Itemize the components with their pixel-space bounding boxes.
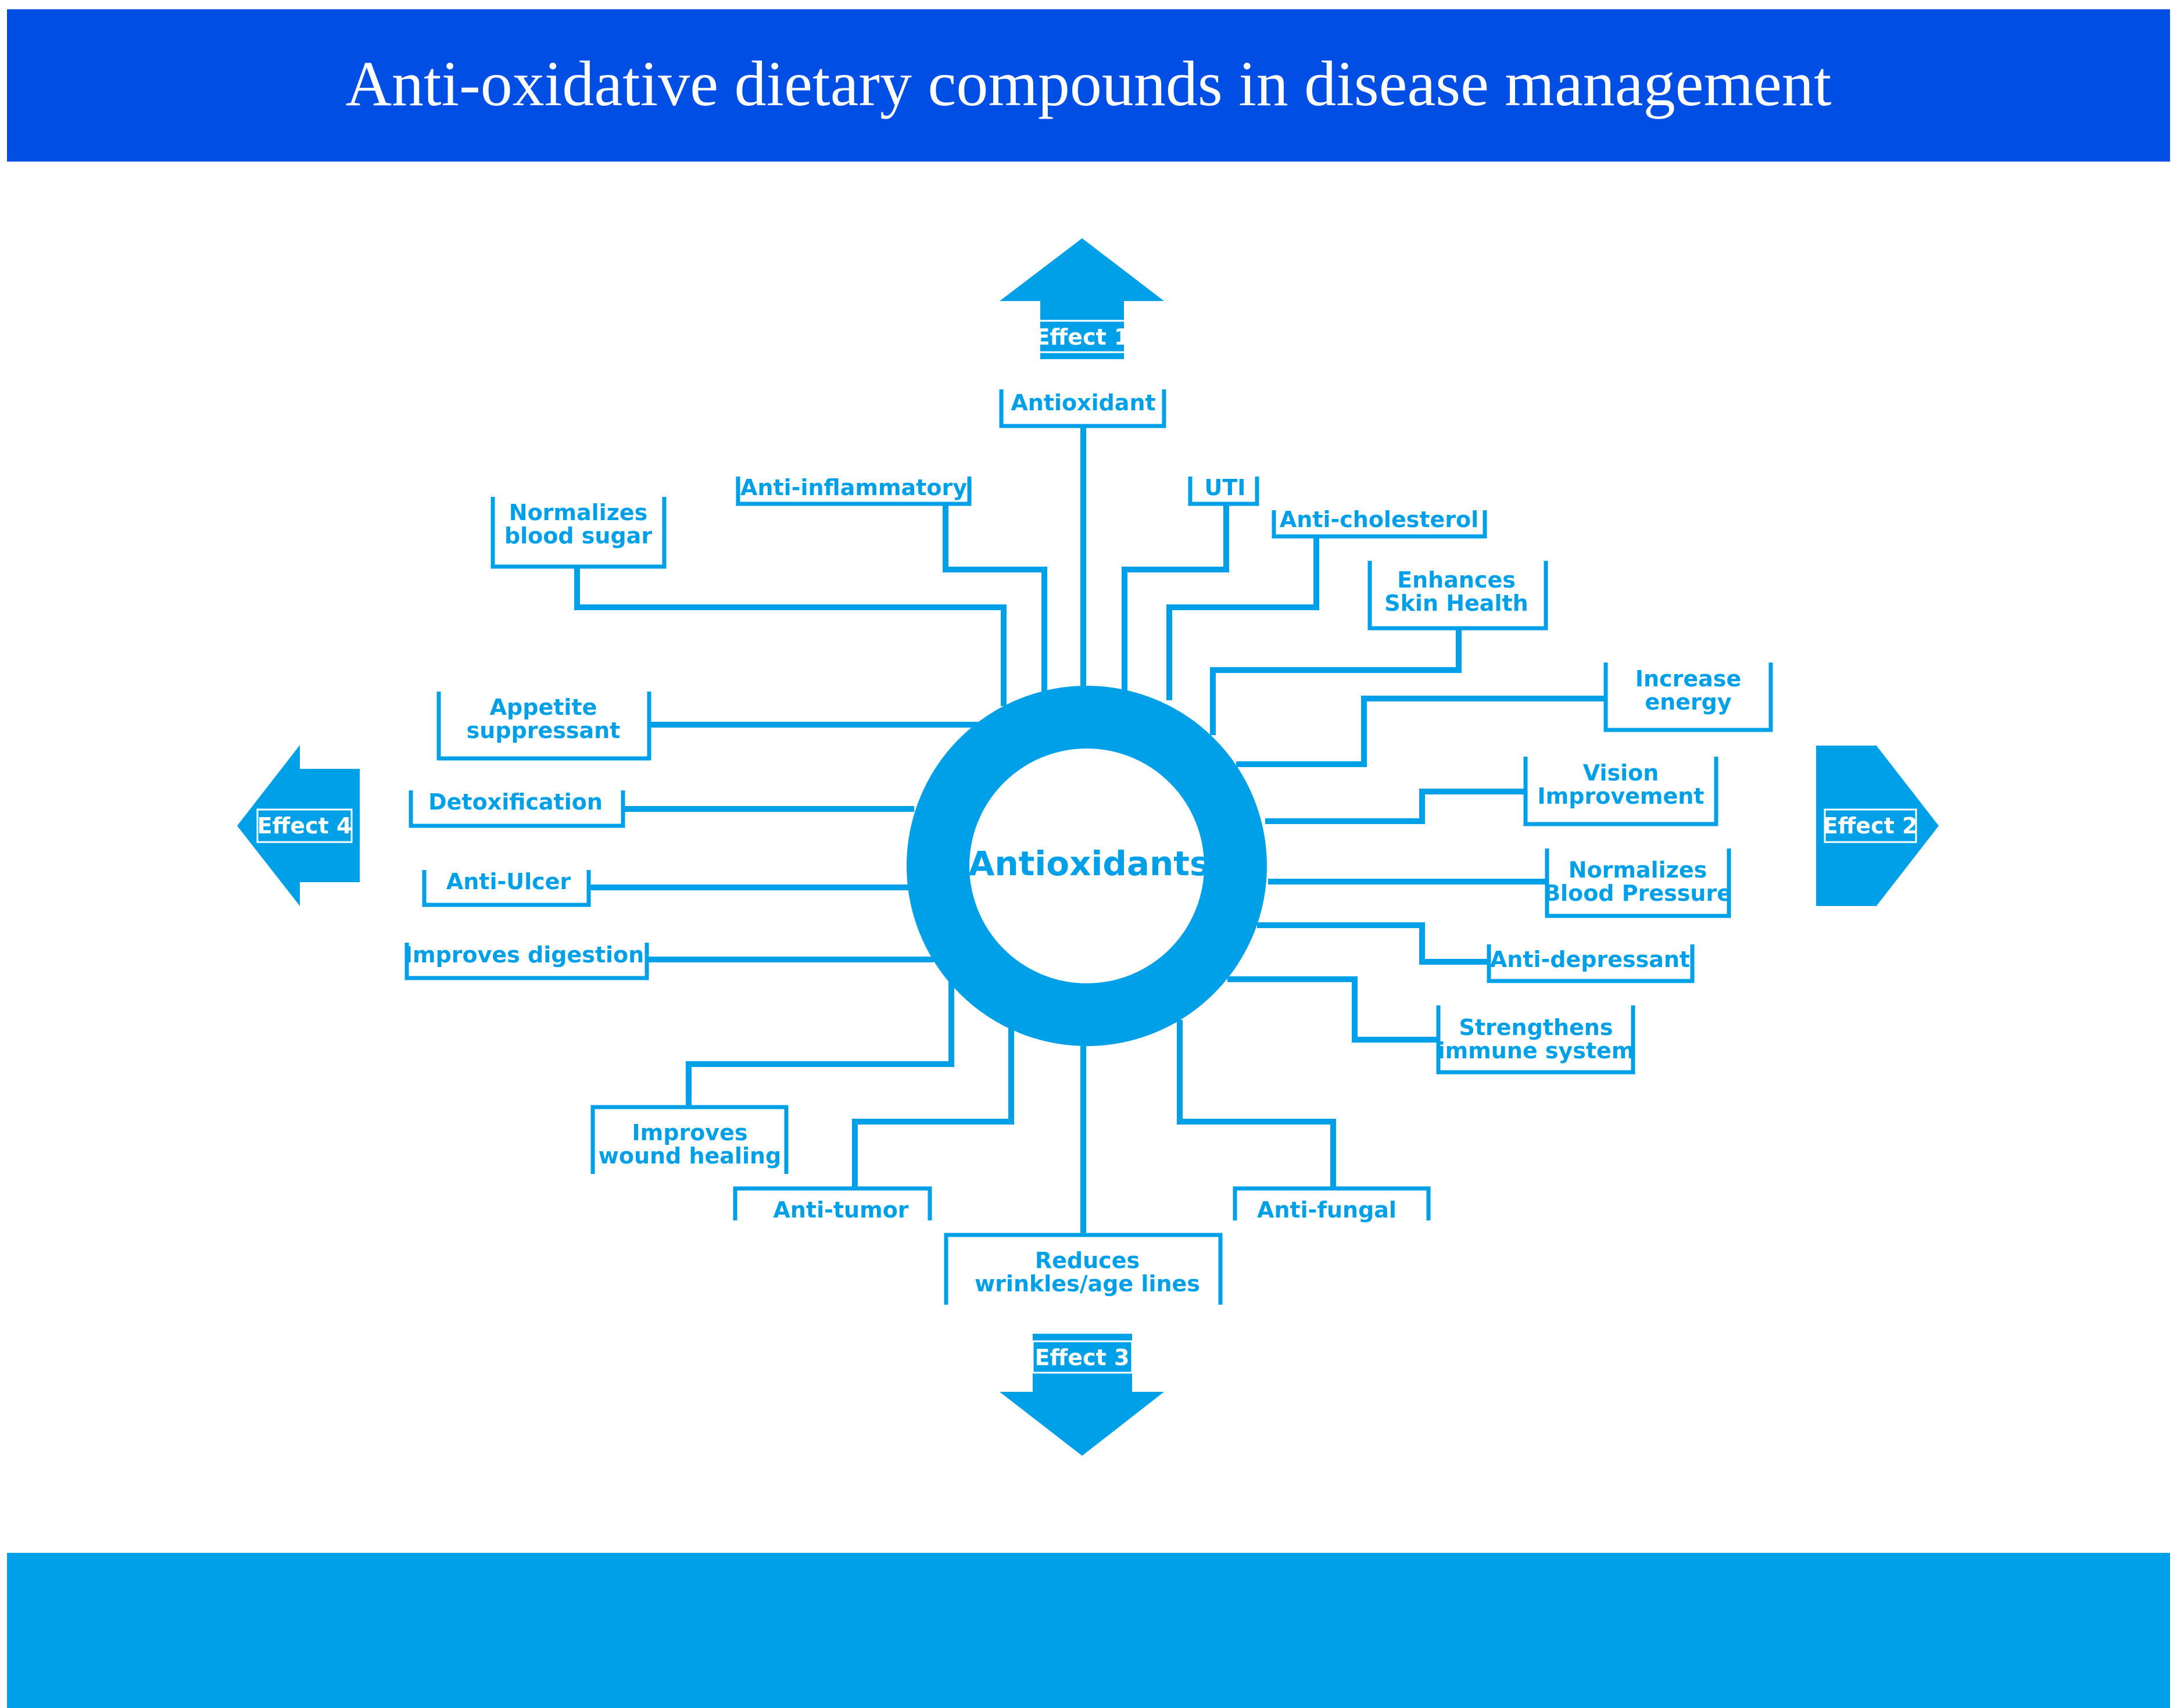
- label-anti-depressant: Anti-depressant: [1487, 944, 1695, 983]
- label-improves-digestion: Improves digestion: [404, 942, 649, 980]
- detoxification-text: Detoxification: [428, 789, 603, 815]
- connector-anti-depressant: [1257, 922, 1489, 965]
- effect-arrow-left: Effect 4: [237, 745, 360, 906]
- connector-strengthens-immune-system: [1227, 976, 1438, 1043]
- normalizes-blood-sugar-line1: Normalizes: [509, 500, 647, 525]
- effect-arrow-right: Effect 2: [1816, 745, 1939, 907]
- vision-improvement-line2: Improvement: [1538, 783, 1705, 809]
- connector-uti: [1122, 503, 1229, 692]
- center-label: Antioxidants: [968, 844, 1209, 883]
- improves-wound-healing-line1: Improves: [632, 1120, 748, 1145]
- improves-wound-healing-line2: wound healing: [599, 1143, 782, 1169]
- anti-tumor-text: Anti-tumor: [773, 1197, 908, 1223]
- anti-fungal-text: Anti-fungal: [1257, 1197, 1397, 1223]
- normalizes-blood-sugar-line2: blood sugar: [504, 523, 652, 549]
- increase-energy-line2: energy: [1645, 689, 1732, 715]
- center-ring: [907, 686, 1267, 1046]
- connector-vision-improvement: [1265, 789, 1526, 824]
- label-detoxification: Detoxification: [409, 789, 625, 828]
- effect-2-label: Effect 2: [1823, 813, 1918, 839]
- normalizes-blood-pressure-line2: Blood Pressure: [1544, 880, 1732, 906]
- connector-anti-inflammatory: [943, 503, 1047, 692]
- anti-ulcer-text: Anti-Ulcer: [446, 869, 571, 894]
- header-bar: Anti-oxidative dietary compounds in dise…: [7, 9, 2170, 162]
- reduces-wrinkles-line2: wrinkles/age lines: [975, 1271, 1200, 1297]
- improves-digestion-text: Improves digestion: [404, 942, 644, 968]
- strengthens-immune-system-line2: immune system: [1438, 1038, 1635, 1064]
- label-anti-cholesterol: Anti-cholesterol: [1272, 507, 1487, 539]
- label-anti-ulcer: Anti-Ulcer: [422, 869, 591, 907]
- appetite-suppressant-line2: suppressant: [467, 718, 621, 743]
- connector-increase-energy: [1236, 696, 1606, 767]
- connector-anti-cholesterol: [1166, 535, 1319, 700]
- connector-anti-fungal: [1177, 1020, 1336, 1188]
- page-title: Anti-oxidative dietary compounds in dise…: [345, 48, 1832, 119]
- anti-inflammatory-text: Anti-inflammatory: [740, 475, 967, 500]
- connector-lines: [574, 427, 1606, 1235]
- connector-normalizes-blood-sugar: [574, 567, 1007, 706]
- enhances-skin-health-line2: Skin Health: [1384, 590, 1528, 616]
- label-antioxidant: Antioxidant: [999, 389, 1166, 428]
- anti-depressant-text: Anti-depressant: [1490, 947, 1690, 972]
- effect-3-label: Effect 3: [1035, 1345, 1130, 1370]
- connector-anti-tumor: [852, 1026, 1014, 1188]
- effect-arrow-bottom: Effect 3: [1000, 1334, 1164, 1456]
- effect-4-label: Effect 4: [257, 813, 352, 839]
- anti-cholesterol-text: Anti-cholesterol: [1280, 507, 1478, 532]
- label-anti-tumor: Anti-tumor: [733, 1186, 932, 1223]
- appetite-suppressant-line1: Appetite: [490, 694, 597, 720]
- uti-text: UTI: [1205, 475, 1246, 500]
- label-uti: UTI: [1188, 475, 1259, 506]
- label-anti-fungal: Anti-fungal: [1233, 1186, 1431, 1223]
- connector-enhances-skin-health: [1210, 628, 1462, 735]
- effect-1-label: Effect 1: [1035, 324, 1130, 350]
- reduces-wrinkles-line1: Reduces: [1035, 1248, 1140, 1273]
- increase-energy-line1: Increase: [1635, 666, 1741, 692]
- effect-arrow-top: Effect 1: [1000, 238, 1164, 359]
- footer-bar: [7, 1553, 2170, 1708]
- enhances-skin-health-line1: Enhances: [1397, 567, 1516, 593]
- strengthens-immune-system-line1: Strengthens: [1459, 1015, 1613, 1040]
- antioxidant-text: Antioxidant: [1011, 390, 1155, 416]
- connector-improves-wound-healing: [686, 971, 954, 1107]
- normalizes-blood-pressure-line1: Normalizes: [1569, 857, 1707, 883]
- label-anti-inflammatory: Anti-inflammatory: [736, 475, 972, 506]
- vision-improvement-line1: Vision: [1583, 760, 1659, 786]
